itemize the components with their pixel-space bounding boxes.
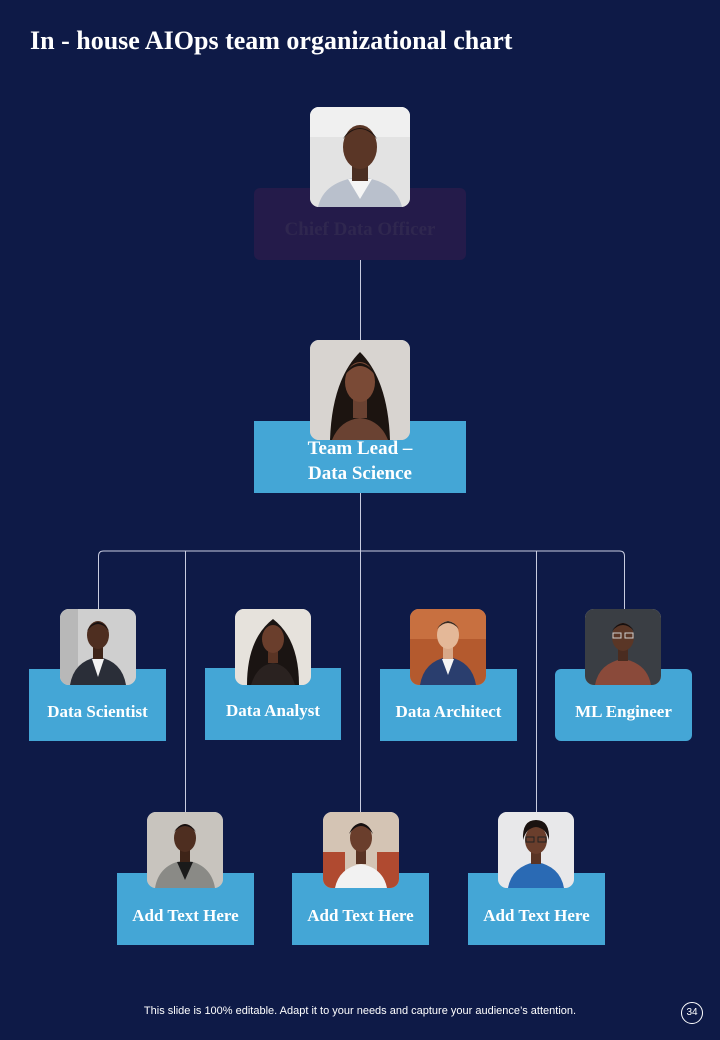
ml-engineer-photo	[585, 609, 661, 685]
footer-note: This slide is 100% editable. Adapt it to…	[143, 1005, 577, 1017]
data-architect-box[interactable]: Data Architect	[380, 669, 517, 741]
team-lead-line2: Data Science	[308, 463, 412, 484]
data-architect-photo	[410, 609, 486, 685]
placeholder-photo-2	[323, 812, 399, 888]
placeholder-photo-1	[147, 812, 223, 888]
data-scientist-photo	[60, 609, 136, 685]
ml-engineer-box[interactable]: ML Engineer	[555, 669, 692, 741]
data-architect-label: Data Architect	[395, 702, 502, 721]
placeholder-label-3: Add Text Here	[483, 906, 590, 925]
team-lead-photo	[310, 340, 410, 440]
placeholder-label-1: Add Text Here	[132, 906, 239, 925]
placeholder-label-2: Add Text Here	[307, 906, 414, 925]
chief-photo	[310, 107, 410, 207]
slide-title: In - house AIOps team organizational cha…	[30, 26, 513, 55]
data-analyst-label: Data Analyst	[226, 701, 320, 720]
page-number: 34	[681, 1002, 703, 1024]
data-analyst-photo	[235, 609, 311, 685]
chief-data-officer-label: Chief Data Officer	[284, 218, 436, 240]
ml-engineer-label: ML Engineer	[575, 702, 672, 721]
data-scientist-label: Data Scientist	[47, 702, 148, 721]
team-lead-line1: Team Lead –	[307, 438, 413, 459]
placeholder-photo-3	[498, 812, 574, 888]
